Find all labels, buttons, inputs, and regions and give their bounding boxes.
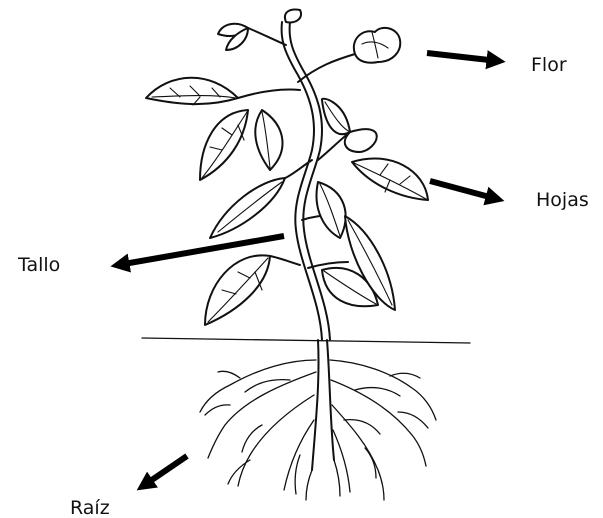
label-tallo: Tallo	[17, 254, 60, 276]
hojas-arrow	[430, 181, 497, 199]
flor-arrow	[427, 53, 498, 61]
ground-line	[142, 338, 470, 343]
stem	[282, 22, 330, 340]
label-flor: Flor	[531, 54, 567, 76]
label-raiz: Raíz	[70, 497, 110, 518]
flower	[354, 28, 400, 63]
roots	[200, 340, 436, 500]
label-hojas: Hojas	[536, 189, 589, 211]
raiz-arrow	[143, 456, 187, 486]
